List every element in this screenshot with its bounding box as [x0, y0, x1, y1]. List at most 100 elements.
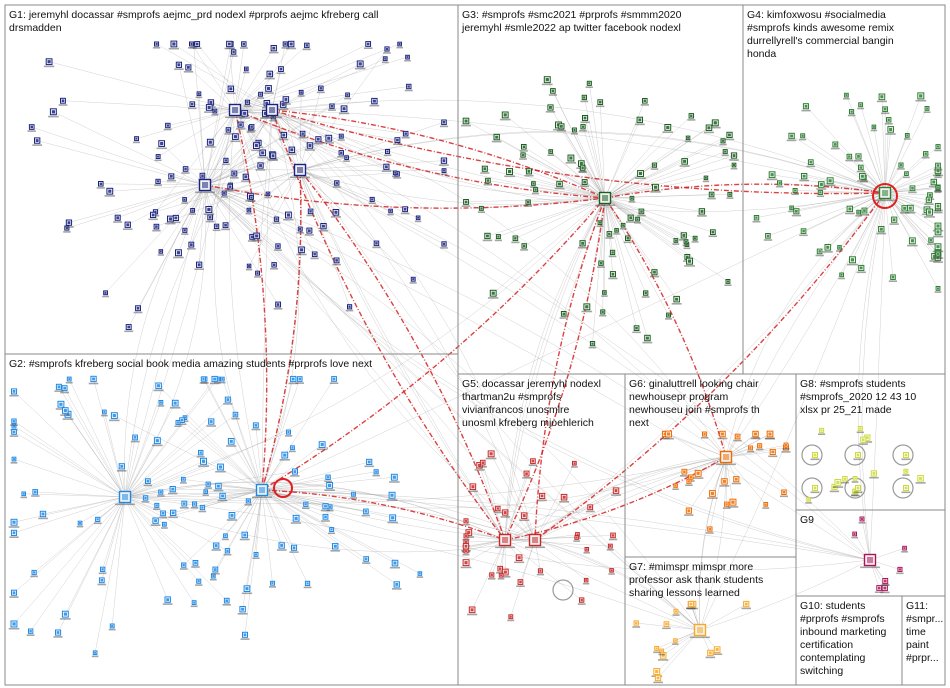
edge — [465, 539, 506, 552]
network-node — [257, 149, 268, 159]
highlighted-edge — [534, 192, 886, 541]
network-node — [650, 162, 659, 170]
edge — [127, 184, 206, 225]
network-node — [329, 376, 339, 384]
network-node — [439, 119, 449, 128]
network-node — [901, 545, 908, 553]
network-node — [188, 41, 196, 49]
edge — [53, 111, 206, 186]
edge — [857, 192, 886, 561]
edge — [124, 496, 228, 552]
network-node — [198, 457, 209, 467]
edge — [860, 104, 886, 194]
network-node — [174, 420, 182, 427]
network-node — [577, 597, 586, 605]
edge — [234, 99, 286, 111]
group-title-g4-line-3: durrellyrell's commercial bangin — [747, 35, 894, 47]
edge — [271, 109, 398, 175]
edge — [271, 109, 311, 146]
edge — [177, 422, 263, 491]
network-node — [318, 223, 329, 232]
network-node — [869, 470, 879, 479]
network-node — [230, 133, 241, 143]
edge — [124, 399, 228, 498]
edge — [156, 169, 301, 227]
edge — [522, 154, 606, 199]
network-node — [383, 46, 391, 54]
edge — [225, 169, 301, 226]
network-node — [204, 481, 212, 489]
hub-node — [595, 191, 615, 207]
network-node — [857, 102, 865, 110]
edge — [49, 61, 236, 111]
network-node — [237, 606, 248, 615]
network-node — [392, 581, 402, 590]
edge — [604, 197, 713, 233]
network-node — [934, 286, 942, 293]
edge — [261, 489, 871, 572]
network-node — [635, 116, 645, 126]
edge — [145, 489, 263, 499]
network-node — [672, 638, 679, 645]
network-node — [588, 341, 597, 349]
edge — [30, 496, 126, 632]
edge — [299, 88, 322, 171]
edge — [229, 109, 263, 491]
network-node — [596, 220, 604, 228]
network-node — [768, 448, 778, 458]
network-node — [97, 577, 107, 586]
network-node — [775, 180, 784, 188]
network-node — [554, 180, 565, 190]
network-node — [344, 92, 351, 100]
edge — [261, 489, 282, 546]
network-node — [236, 121, 246, 130]
hub-node — [252, 483, 272, 499]
highlighted-edge — [604, 197, 727, 458]
edge — [124, 437, 136, 498]
self-loop — [844, 444, 866, 466]
edge — [65, 410, 126, 498]
edge — [124, 492, 536, 541]
network-node — [482, 232, 493, 242]
network-node — [706, 526, 714, 534]
edge — [261, 471, 377, 491]
network-node — [858, 516, 866, 524]
edge — [528, 197, 606, 203]
edge — [234, 48, 274, 111]
edge — [604, 197, 613, 253]
edge — [271, 109, 319, 140]
edge — [234, 109, 342, 154]
edge — [699, 192, 886, 631]
edge — [604, 197, 687, 243]
network-node — [700, 431, 709, 439]
network-node — [934, 185, 942, 192]
network-node — [876, 93, 887, 103]
edge — [230, 441, 263, 491]
edge — [604, 197, 729, 282]
network-node — [901, 452, 911, 461]
network-node — [20, 491, 27, 499]
edge — [152, 109, 236, 216]
edge — [124, 496, 199, 582]
edge — [257, 109, 273, 274]
network-node — [306, 208, 315, 217]
edge — [215, 489, 263, 570]
edge — [209, 109, 273, 218]
edge — [271, 100, 375, 111]
network-node — [133, 136, 140, 144]
network-node — [162, 596, 173, 605]
network-node — [460, 559, 472, 569]
edge — [261, 489, 396, 564]
network-node — [642, 334, 653, 344]
network-node — [847, 109, 856, 117]
network-node — [876, 226, 887, 235]
edge — [271, 109, 701, 631]
network-node — [130, 434, 140, 443]
edge — [271, 109, 406, 210]
network-node — [805, 497, 812, 504]
edge — [197, 43, 301, 171]
group-panel-g4: G4: kimfoxwosu #socialmedia #smprofs kin… — [742, 4, 946, 375]
network-node — [727, 498, 739, 508]
edge — [534, 456, 727, 541]
network-node — [580, 115, 590, 124]
